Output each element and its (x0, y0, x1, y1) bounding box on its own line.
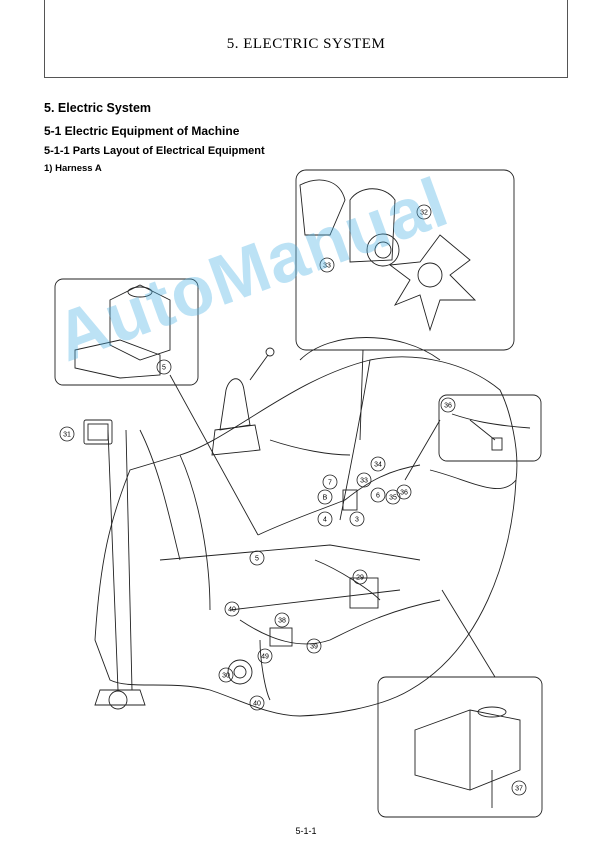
callout-33b: 33 (356, 472, 372, 488)
callout-40b: 40 (249, 695, 265, 711)
callout-36a: 36 (440, 397, 456, 413)
page-number: 5-1-1 (295, 826, 317, 836)
callout-6: 6 (370, 487, 386, 503)
svg-text:32: 32 (420, 210, 428, 217)
svg-text:37: 37 (515, 786, 523, 793)
svg-text:7: 7 (328, 480, 332, 487)
svg-text:35: 35 (389, 495, 397, 502)
inset-reservoir (54, 278, 199, 386)
callout-30: 30 (218, 667, 234, 683)
svg-text:39: 39 (310, 644, 318, 651)
header-box: 5. ELECTRIC SYSTEM (44, 0, 568, 78)
svg-text:4: 4 (323, 517, 327, 524)
callout-36b: 36 (396, 484, 412, 500)
callout-b: B (317, 489, 333, 505)
subsection-heading: 5-1 Electric Equipment of Machine (44, 124, 240, 138)
callout-5b: 5 (249, 550, 265, 566)
callout-29: 29 (352, 569, 368, 585)
callout-34: 34 (370, 456, 386, 472)
svg-text:33: 33 (323, 263, 331, 270)
callout-40a: 40 (224, 601, 240, 617)
svg-text:40: 40 (228, 607, 236, 614)
callout-37: 37 (511, 780, 527, 796)
callout-33a: 33 (319, 257, 335, 273)
svg-text:36: 36 (444, 403, 452, 410)
svg-text:3: 3 (355, 517, 359, 524)
inset-sensor (438, 394, 542, 462)
svg-text:34: 34 (374, 462, 382, 469)
callout-38: 38 (274, 612, 290, 628)
page-title: 5. ELECTRIC SYSTEM (226, 36, 386, 52)
svg-text:29: 29 (356, 575, 364, 582)
callout-5a: 5 (156, 359, 172, 375)
svg-text:5: 5 (255, 556, 259, 563)
inset-fuel-tank (377, 676, 543, 818)
callout-4: 4 (317, 511, 333, 527)
callout-32: 32 (416, 204, 432, 220)
svg-text:40: 40 (253, 701, 261, 708)
svg-text:49: 49 (261, 654, 269, 661)
subsubsection-heading: 5-1-1 Parts Layout of Electrical Equipme… (44, 145, 265, 157)
callout-49: 49 (257, 648, 273, 664)
svg-text:30: 30 (222, 673, 230, 680)
svg-text:5: 5 (162, 365, 166, 372)
svg-text:38: 38 (278, 618, 286, 625)
section-heading: 5. Electric System (44, 101, 152, 115)
callout-39: 39 (306, 638, 322, 654)
svg-text:31: 31 (63, 432, 71, 439)
svg-text:36: 36 (400, 490, 408, 497)
svg-text:6: 6 (376, 493, 380, 500)
svg-text:B: B (323, 495, 328, 502)
svg-text:33: 33 (360, 478, 368, 485)
callout-7: 7 (322, 474, 338, 490)
inset-engine (295, 169, 515, 351)
item-heading: 1) Harness A (44, 163, 102, 174)
callout-3: 3 (349, 511, 365, 527)
callout-31: 31 (59, 426, 75, 442)
callout-35: 35 (385, 489, 401, 505)
